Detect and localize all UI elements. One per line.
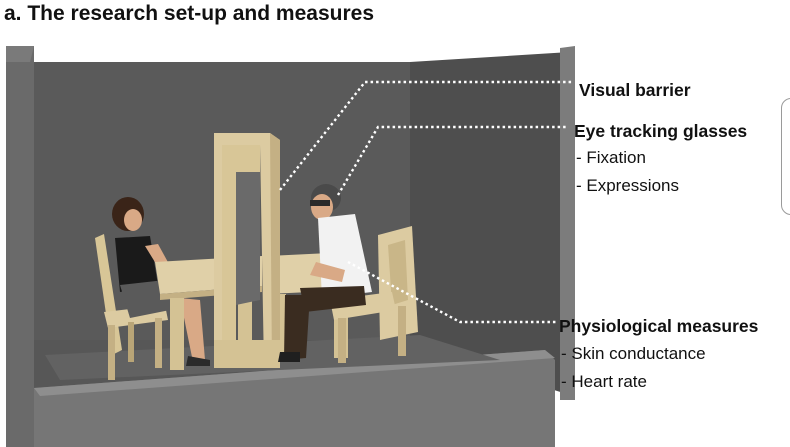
leader-eye-tracking bbox=[336, 125, 568, 196]
room-right-wall bbox=[410, 52, 570, 395]
label-eye-tracking-item: - Fixation bbox=[576, 148, 646, 167]
figure-heading: a. The research set-up and measures bbox=[4, 2, 374, 25]
leader-lines bbox=[279, 80, 572, 324]
man-participant bbox=[278, 184, 372, 362]
leader-visual-barrier bbox=[279, 80, 572, 191]
room-left-wall bbox=[6, 46, 34, 447]
label-visual-barrier: Visual barrier bbox=[579, 80, 691, 100]
label-physiological-title: Physiological measures bbox=[559, 316, 759, 336]
label-eye-tracking-item: - Expressions bbox=[576, 176, 679, 195]
visual-barrier bbox=[214, 133, 280, 368]
side-panel-edge bbox=[781, 98, 790, 215]
label-eye-tracking-title: Eye tracking glasses bbox=[574, 121, 748, 141]
leader-physiological bbox=[347, 260, 556, 324]
label-physiological-item: - Skin conductance bbox=[561, 344, 706, 363]
room-front-ledge bbox=[34, 350, 555, 447]
label-physiological-item: - Heart rate bbox=[561, 372, 647, 391]
